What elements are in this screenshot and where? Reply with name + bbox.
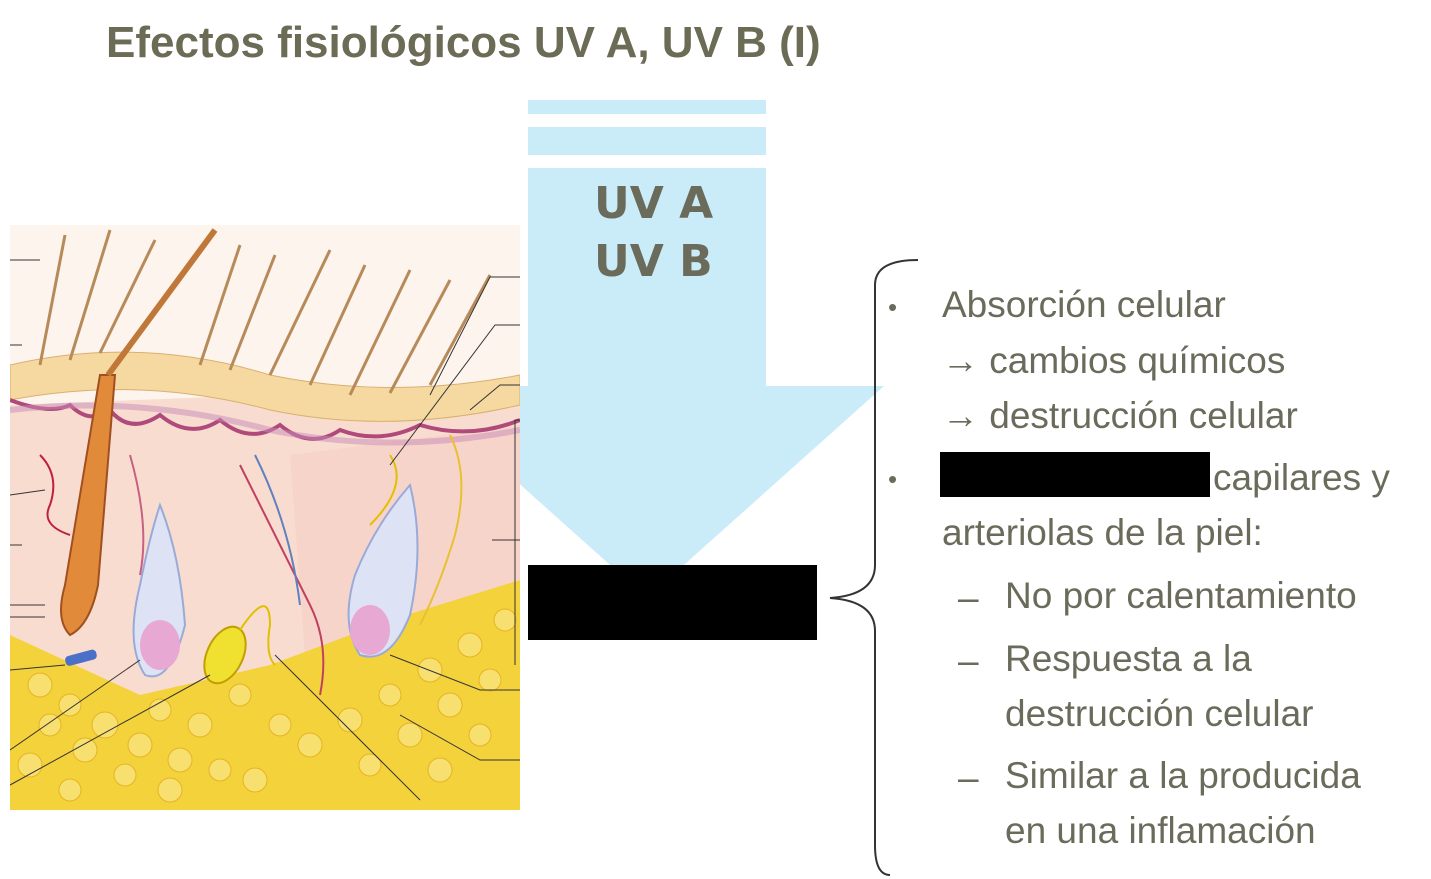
sub-3-line-1: Similar a la producida [1005,755,1361,796]
sub-dash: – [958,757,979,798]
redacted-block-center [528,565,817,640]
arrow-head [410,386,884,598]
bullet-2-line-2: arteriolas de la piel: [942,512,1263,553]
sub-2-line-2: destrucción celular [1005,693,1314,734]
hair-follicle [60,374,117,637]
bullet-1-line-1: Absorción celular [942,284,1226,325]
skin-cross-section-diagram [10,225,520,810]
bullet-dot: • [888,292,898,322]
arrow-stripe-1 [528,100,766,114]
sub-3-line-2: en una inflamación [1005,810,1316,851]
epidermis-layer [10,351,520,422]
sub-dash: – [958,577,979,618]
bullet-1-line-3: → destrucción celular [942,395,1298,436]
sub-1-line-1: No por calentamiento [1005,575,1357,616]
sub-2-line-1: Respuesta a la [1005,638,1252,679]
slide-title: Efectos fisiológicos UV A, UV B (I) [106,18,821,67]
bullet-2-line-1: capilares y [1213,457,1390,498]
arrow-label-uva: UV A [594,178,714,229]
arrow-shaft [528,168,766,388]
sub-dash: – [958,640,979,681]
pacinian-corpuscle [203,625,247,685]
bullet-dot: • [888,464,898,494]
curly-brace [829,259,919,876]
arrow-stripe-2 [528,127,766,155]
bullet-1-line-2: → cambios químicos [942,340,1286,381]
redacted-block-text [940,452,1210,497]
arrow-label-uvb: UV B [594,236,713,287]
